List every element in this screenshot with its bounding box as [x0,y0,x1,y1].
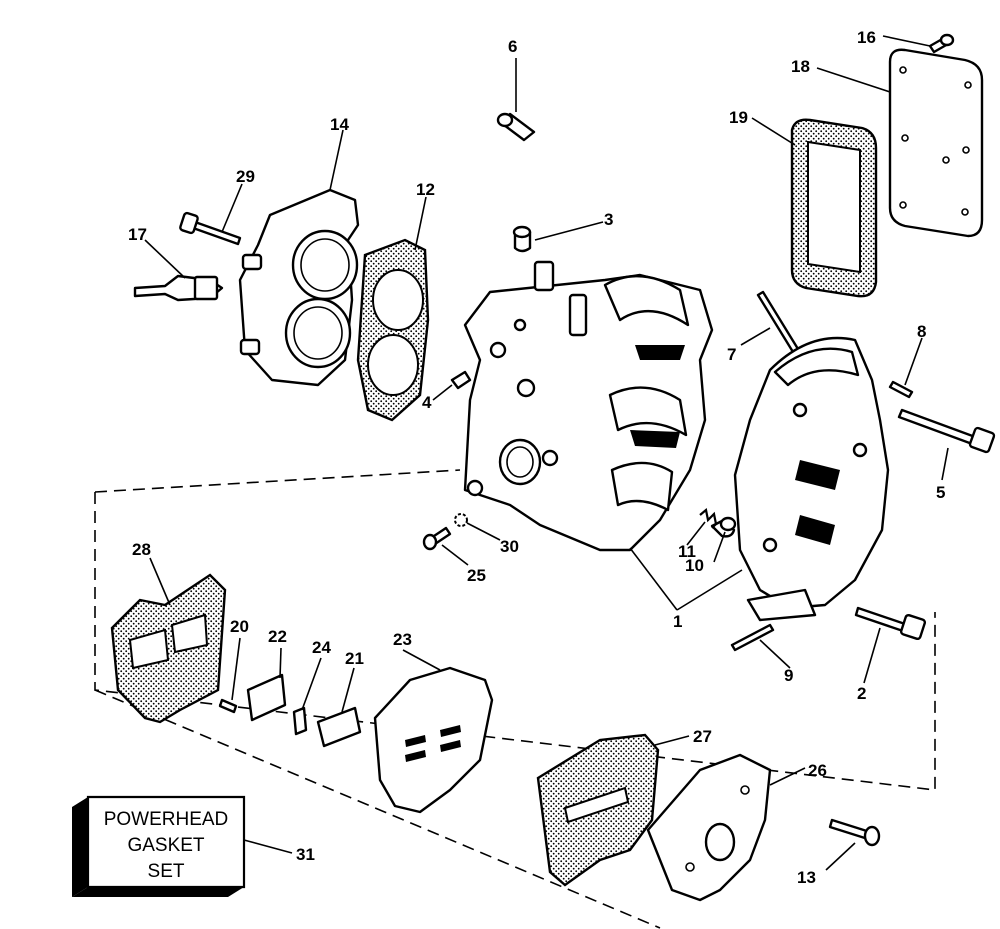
part-spark-plug [133,274,224,302]
part-screw-small [422,526,452,551]
callout-24: 24 [312,638,331,657]
part-screw-cover [928,33,955,54]
callout-17: 17 [128,225,147,244]
part-manifold-screw [828,818,881,847]
callout-10: 10 [685,556,704,575]
part-plug [512,225,532,253]
part-roll-pin [730,623,775,652]
part-crankcase-half [733,336,890,622]
callout-12: 12 [416,180,435,199]
callout-19: 19 [729,108,748,127]
part-reed-stop [246,673,287,722]
part-lockwasher [454,513,468,527]
part-intake-gasket [110,573,227,724]
dashed-group-outline [94,492,936,791]
part-intake-manifold [646,753,772,902]
callout-28: 28 [132,540,151,559]
leader-lines [144,35,949,871]
callout-3: 3 [604,210,613,229]
part-small-plate [292,706,308,736]
callout-27: 27 [693,727,712,746]
callout-14: 14 [330,115,349,134]
part-cylinder-block [463,260,714,552]
callout-2: 2 [857,684,866,703]
gasket-set-line-1: POWERHEAD [104,809,229,830]
callout-23: 23 [393,630,412,649]
part-long-bolt [897,408,996,454]
callout-22: 22 [268,627,287,646]
callout-25: 25 [467,566,486,585]
part-long-pin [756,290,800,354]
part-head-bolt [179,211,242,246]
part-cover-plate [888,48,984,238]
part-bolt [854,606,927,641]
callout-labels: 6 16 18 19 3 14 12 29 17 4 7 8 5 30 25 1… [128,28,945,887]
part-spring [699,507,718,529]
part-stud [218,698,238,714]
part-reed-plate [373,666,494,814]
callout-7: 7 [727,345,736,364]
callout-29: 29 [236,167,255,186]
part-dowel-pin [450,370,472,390]
part-cover-gasket [790,118,878,298]
part-reed [316,706,362,748]
callout-13: 13 [797,868,816,887]
gasket-set-box [72,795,246,897]
callout-21: 21 [345,649,364,668]
callout-18: 18 [791,57,810,76]
callout-5: 5 [936,483,945,502]
dashed-group-outline-upper [94,469,461,493]
callout-26: 26 [808,761,827,780]
gasket-set-label: POWERHEAD GASKET SET [104,809,229,882]
callout-1: 1 [673,612,682,631]
part-bushing [710,516,737,538]
callout-8: 8 [917,322,926,341]
part-sleeve [496,112,536,142]
callout-11: 11 [678,542,696,561]
dashed-group-outline-lower [94,689,661,929]
callout-4: 4 [422,393,432,412]
callout-30: 30 [500,537,519,556]
callout-16: 16 [857,28,876,47]
callout-31: 31 [296,845,315,864]
gasket-set-line-2: GASKET [127,835,204,856]
part-head-gasket [356,238,430,422]
gasket-set-line-3: SET [148,861,185,882]
part-pin [888,380,914,399]
callout-20: 20 [230,617,249,636]
callout-6: 6 [508,37,517,56]
part-intake-manifold-gasket [536,733,660,887]
callout-9: 9 [784,666,793,685]
part-cylinder-head [238,188,360,387]
